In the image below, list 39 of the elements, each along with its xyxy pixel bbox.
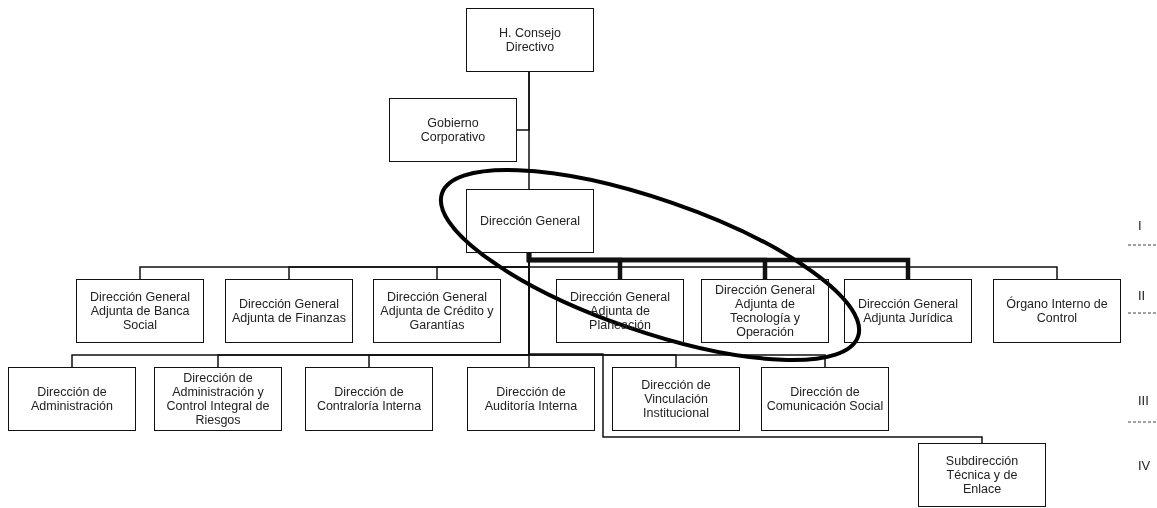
connector-line bbox=[526, 253, 911, 279]
org-box bbox=[225, 279, 353, 343]
org-box bbox=[612, 367, 740, 431]
org-box bbox=[467, 367, 595, 431]
org-unit-name: Dirección de Administración y Control Integral de Riesgos bbox=[165, 371, 271, 427]
org-unit-name: Dirección de Auditoría Interna bbox=[483, 385, 579, 413]
org-box bbox=[556, 279, 684, 343]
org-box bbox=[993, 279, 1121, 343]
org-unit-name: Órgano Interno de Control bbox=[1005, 297, 1109, 325]
org-unit-name: H. Consejo Directivo bbox=[498, 26, 562, 54]
org-box bbox=[389, 98, 517, 162]
level-label: II bbox=[1138, 288, 1146, 303]
org-box bbox=[701, 279, 829, 343]
org-unit-name: Subdirección Técnica y de Enlace bbox=[944, 454, 1020, 496]
org-box bbox=[373, 279, 501, 343]
org-box bbox=[76, 279, 204, 343]
org-box bbox=[466, 189, 594, 253]
org-unit-name: Dirección General Adjunta de Finanzas bbox=[231, 297, 347, 325]
level-label: IV bbox=[1138, 458, 1151, 473]
connector-line bbox=[528, 71, 530, 190]
org-unit-name: Dirección General Adjunta de Tecnología y Operación bbox=[713, 283, 816, 339]
level-label: I bbox=[1138, 218, 1142, 233]
org-unit-name: Dirección General Adjunta Jurídica bbox=[856, 297, 959, 325]
org-box bbox=[8, 367, 136, 431]
org-unit-name: Dirección General Adjunta de Crédito y Garantías bbox=[379, 290, 495, 332]
org-unit-name: Gobierno Corporativo bbox=[419, 116, 487, 144]
org-box bbox=[918, 443, 1046, 507]
org-unit-name: Dirección de Contraloría Interna bbox=[315, 385, 423, 413]
level-label: III bbox=[1138, 393, 1149, 408]
org-box bbox=[844, 279, 972, 343]
org-box bbox=[305, 367, 433, 431]
org-box bbox=[761, 367, 889, 431]
org-box bbox=[154, 367, 282, 431]
org-unit-name: Dirección de Administración bbox=[30, 385, 114, 413]
org-unit-name: Dirección de Vinculación Institucional bbox=[640, 378, 712, 420]
org-unit-name: Dirección de Comunicación Social bbox=[765, 385, 885, 413]
org-box bbox=[466, 8, 594, 72]
org-unit-name: Dirección General bbox=[479, 214, 580, 228]
org-unit-name: Dirección General Adjunta de Banca Social bbox=[88, 290, 191, 332]
